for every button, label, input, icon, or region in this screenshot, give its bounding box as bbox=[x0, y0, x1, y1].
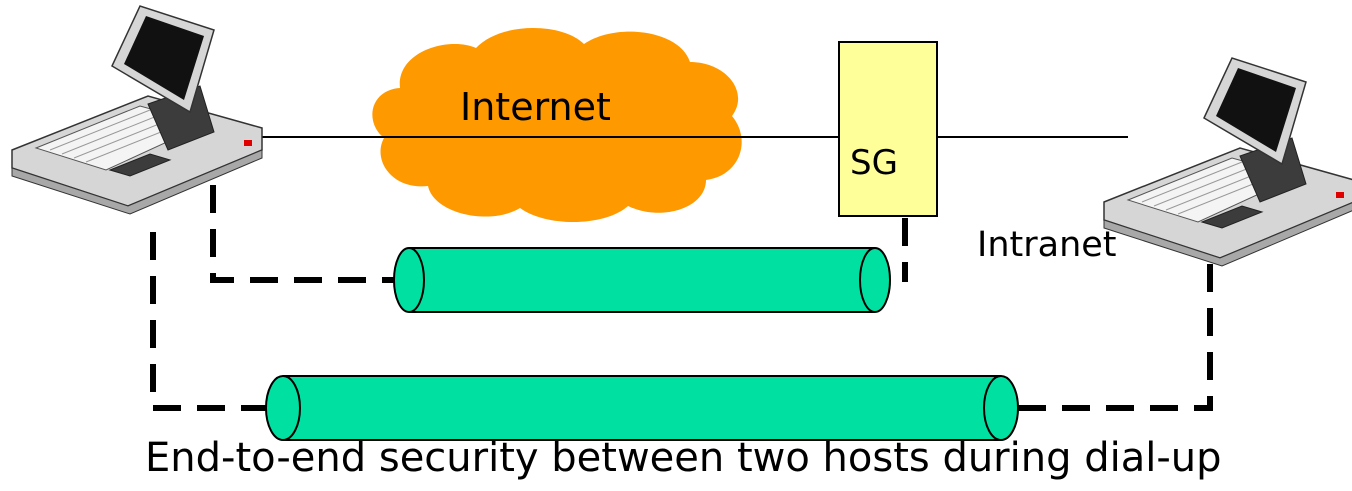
internet-cloud bbox=[372, 27, 742, 223]
laptop-icon bbox=[11, 5, 263, 215]
cloud-icon bbox=[372, 27, 742, 223]
internet-label: Internet bbox=[460, 85, 611, 129]
host-to-host-dashed-line-left bbox=[150, 232, 278, 411]
laptop-icon bbox=[1103, 57, 1352, 267]
tunnel-cylinder bbox=[393, 247, 891, 313]
host-to-host-dashed-line-right bbox=[1018, 230, 1213, 411]
dashed-connections bbox=[150, 185, 1213, 411]
intranet-label: Intranet bbox=[977, 225, 1117, 265]
security-gateway-label: SG bbox=[850, 143, 898, 183]
tunnel-cylinder bbox=[265, 375, 1019, 441]
diagram-caption: End-to-end security between two hosts du… bbox=[145, 435, 1222, 481]
host-to-gateway-dashed-line bbox=[210, 185, 400, 283]
security-gateway-box bbox=[838, 41, 938, 217]
